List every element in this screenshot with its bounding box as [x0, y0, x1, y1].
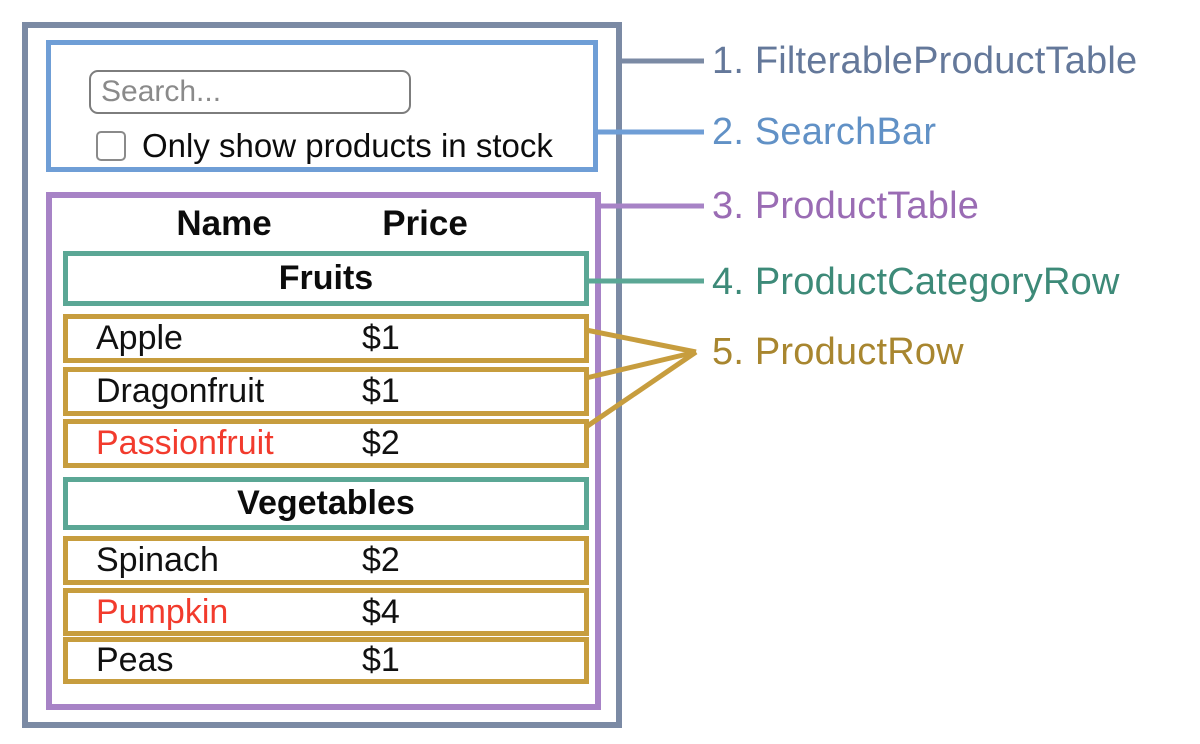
search-input[interactable]	[89, 70, 411, 114]
legend-label-product-category-row: 4. ProductCategoryRow	[712, 261, 1120, 303]
product-name: Dragonfruit	[96, 372, 265, 410]
product-name: Apple	[96, 319, 183, 357]
product-name: Spinach	[96, 541, 219, 579]
product-row-passionfruit: Passionfruit $2	[63, 419, 589, 468]
product-price: $1	[362, 372, 400, 410]
legend-label-filterable-product-table: 1. FilterableProductTable	[712, 40, 1138, 82]
category-row-fruits: Fruits	[63, 251, 589, 306]
category-label: Fruits	[278, 259, 374, 297]
product-row-spinach: Spinach $2	[63, 536, 589, 585]
product-row-dragonfruit: Dragonfruit $1	[63, 367, 589, 416]
in-stock-checkbox-label: Only show products in stock	[142, 127, 553, 164]
column-header-price: Price	[382, 204, 468, 243]
product-price: $2	[362, 424, 400, 462]
category-label: Vegetables	[237, 484, 415, 522]
column-header-name: Name	[176, 204, 272, 243]
product-row-apple: Apple $1	[63, 314, 589, 363]
product-price: $1	[362, 319, 400, 357]
category-row-vegetables: Vegetables	[63, 477, 589, 530]
legend-label-product-row: 5. ProductRow	[712, 331, 964, 373]
product-price: $4	[362, 592, 400, 631]
legend-label-search-bar: 2. SearchBar	[712, 111, 937, 153]
product-name: Peas	[96, 641, 174, 679]
product-row-peas: Peas $1	[63, 637, 589, 684]
legend-label-product-table: 3. ProductTable	[712, 185, 980, 227]
product-row-pumpkin: Pumpkin $4	[63, 588, 589, 636]
product-name: Pumpkin	[96, 592, 229, 631]
in-stock-checkbox[interactable]	[96, 131, 126, 161]
product-price: $2	[362, 541, 400, 579]
product-price: $1	[362, 641, 400, 679]
product-name: Passionfruit	[96, 424, 274, 462]
